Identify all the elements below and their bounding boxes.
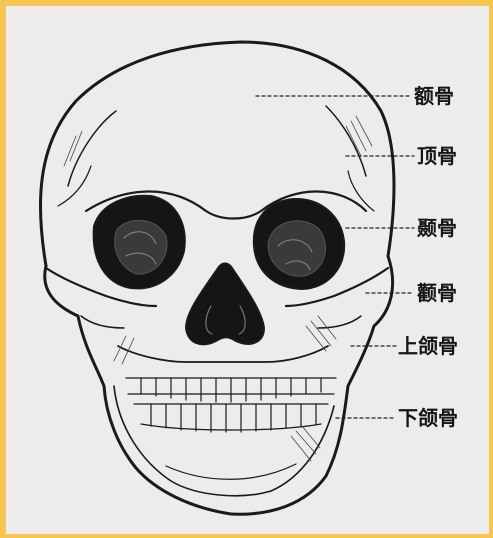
- nasal-cavity: [186, 264, 264, 345]
- label-mandible: 下颌骨: [398, 407, 458, 429]
- label-frontal-bone: 额骨: [414, 85, 454, 107]
- maxilla: [118, 346, 328, 362]
- label-maxilla: 上颌骨: [398, 335, 458, 357]
- upper-teeth: [126, 378, 336, 402]
- lower-teeth: [134, 404, 328, 432]
- label-parietal-bone: 顶骨: [417, 145, 457, 167]
- skull-diagram: 额骨 顶骨 颞骨 颧骨 上颌骨 下颌骨: [6, 6, 489, 534]
- label-zygomatic-bone: 颧骨: [417, 282, 457, 304]
- label-temporal-bone: 颞骨: [417, 217, 457, 239]
